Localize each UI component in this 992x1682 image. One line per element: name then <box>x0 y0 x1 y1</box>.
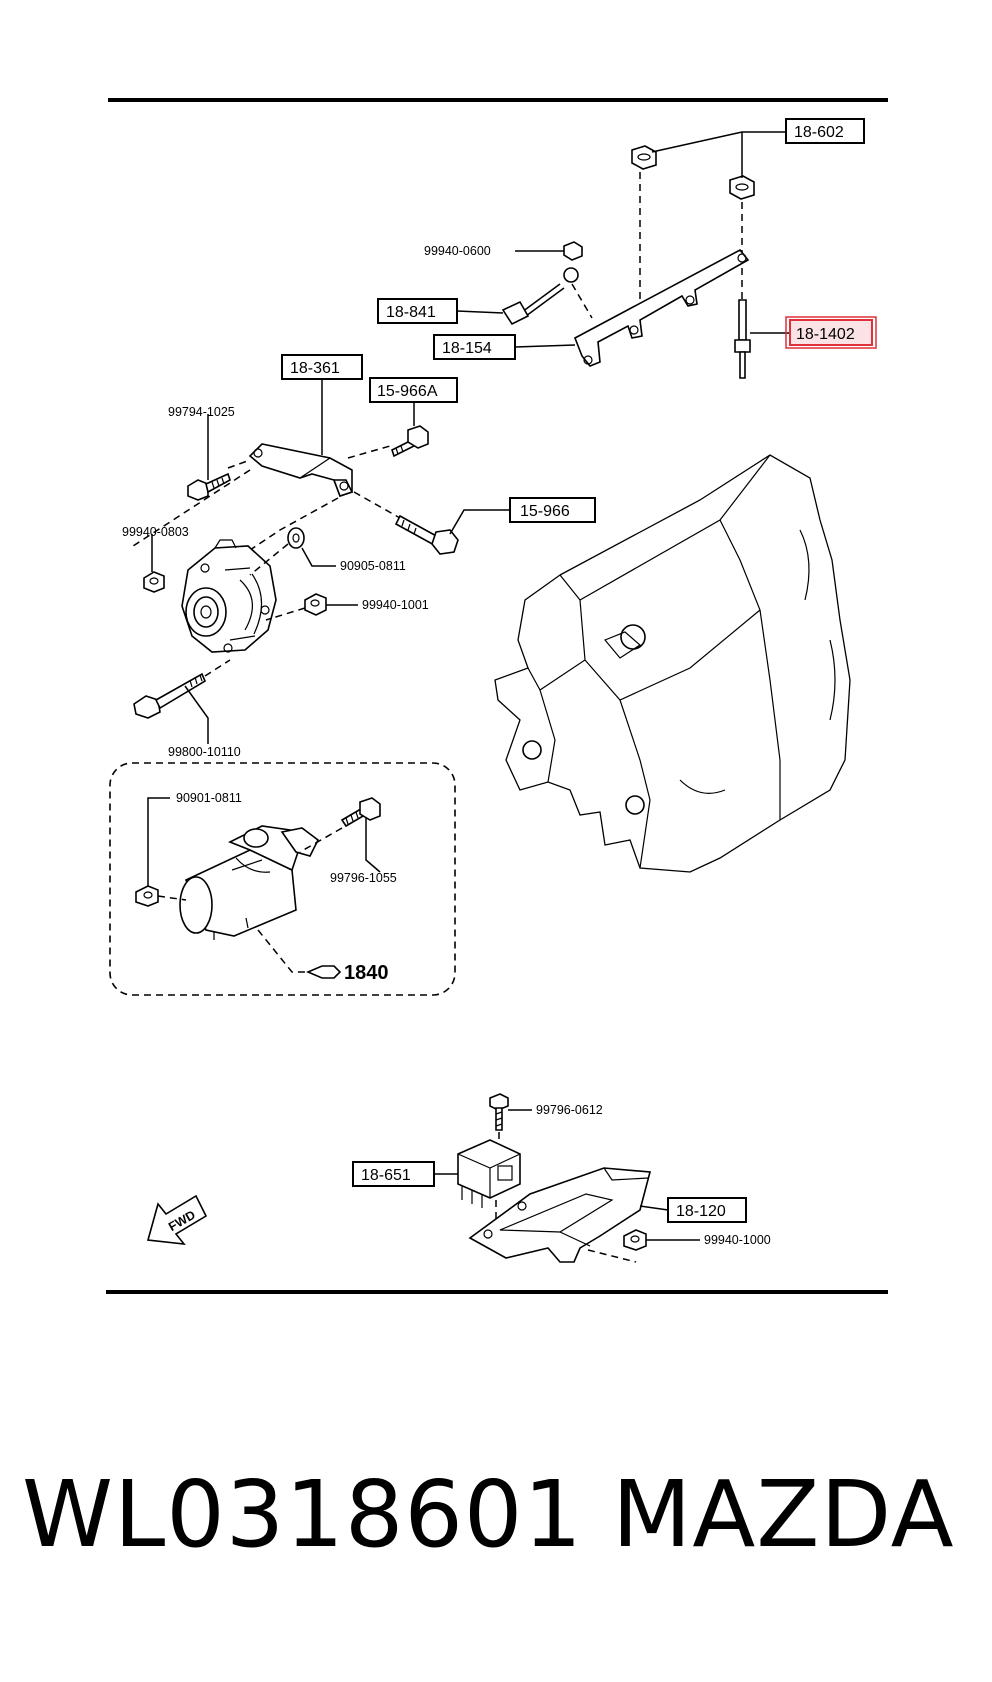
label-18-361[interactable]: 18-361 <box>281 354 363 380</box>
starter-motor <box>179 825 320 973</box>
caption: WL0318601 MAZDA <box>0 1455 992 1575</box>
nut-99940-0803 <box>143 534 165 593</box>
svg-text:18-841: 18-841 <box>386 304 436 321</box>
nut-99940-1000 <box>623 1229 700 1251</box>
starter-group-box <box>109 762 456 996</box>
svg-text:18-1402: 18-1402 <box>796 326 855 343</box>
fwd-arrow-icon: FWD <box>146 1194 208 1246</box>
label-15-966[interactable]: 15-966 <box>509 497 596 523</box>
ref-1840[interactable]: 1840 <box>305 962 389 984</box>
svg-text:90901-0811: 90901-0811 <box>176 791 242 805</box>
svg-text:18-361: 18-361 <box>290 360 340 377</box>
label-18-602[interactable]: 18-602 <box>785 118 865 144</box>
svg-text:18-651: 18-651 <box>361 1167 411 1184</box>
label-18-651[interactable]: 18-651 <box>352 1161 435 1187</box>
bolt-15-966A <box>391 396 429 458</box>
nut-99940-1001 <box>265 593 358 621</box>
label-99794-1025[interactable]: 99794-1025 <box>168 405 235 419</box>
part-number-caption: WL0318601 <box>22 1461 583 1568</box>
label-99800-10110[interactable]: 99800-10110 <box>168 745 241 759</box>
glow-plug-rail <box>501 131 786 379</box>
engine-block <box>494 454 851 873</box>
label-99940-1000[interactable]: 99940-1000 <box>704 1233 771 1247</box>
label-99940-0803[interactable]: 99940-0803 <box>122 525 189 539</box>
svg-text:99794-1025: 99794-1025 <box>168 405 235 419</box>
label-99940-1001[interactable]: 99940-1001 <box>362 598 429 612</box>
nut-18-602-a <box>631 145 657 170</box>
bolt-99794-1025 <box>187 414 231 501</box>
label-90901-0811[interactable]: 90901-0811 <box>176 791 242 805</box>
svg-text:18-120: 18-120 <box>676 1203 726 1220</box>
svg-text:1840: 1840 <box>344 962 389 984</box>
label-90905-0811[interactable]: 90905-0811 <box>340 559 406 573</box>
bolt-99796-1055 <box>299 797 381 873</box>
bolt-99800-10110 <box>133 659 231 744</box>
svg-text:99800-10110: 99800-10110 <box>168 745 241 759</box>
label-99940-0600[interactable]: 99940-0600 <box>424 244 564 258</box>
svg-text:99796-0612: 99796-0612 <box>536 1103 603 1117</box>
svg-text:99796-1055: 99796-1055 <box>330 871 397 885</box>
label-18-154[interactable]: 18-154 <box>433 334 576 360</box>
svg-text:99940-1000: 99940-1000 <box>704 1233 771 1247</box>
bolt-99796-0612 <box>489 1093 532 1142</box>
svg-text:99940-0803: 99940-0803 <box>122 525 189 539</box>
label-99796-1055[interactable]: 99796-1055 <box>330 871 397 885</box>
pointer-hand-icon <box>305 965 342 979</box>
svg-text:15-966: 15-966 <box>520 503 570 520</box>
glow-relay-bracket <box>468 1167 669 1263</box>
alternator <box>181 539 277 653</box>
svg-text:90905-0811: 90905-0811 <box>340 559 406 573</box>
brand-caption: MAZDA <box>612 1461 955 1568</box>
svg-text:99940-1001: 99940-1001 <box>362 598 429 612</box>
svg-text:18-154: 18-154 <box>442 340 492 357</box>
label-99796-0612[interactable]: 99796-0612 <box>536 1103 603 1117</box>
washer-90905-0811 <box>249 527 336 576</box>
nut-18-602-b <box>729 175 755 200</box>
svg-text:18-602: 18-602 <box>794 124 844 141</box>
svg-text:15-966A: 15-966A <box>377 383 438 400</box>
nut-90901-0811 <box>135 797 187 907</box>
bolt-15-966 <box>394 509 510 555</box>
svg-text:99940-0600: 99940-0600 <box>424 244 491 258</box>
label-18-120[interactable]: 18-120 <box>667 1197 747 1223</box>
glow-relay <box>434 1139 521 1220</box>
label-15-966A[interactable]: 15-966A <box>369 377 458 403</box>
label-18-1402[interactable]: 18-1402 <box>750 316 877 349</box>
label-18-841[interactable]: 18-841 <box>377 298 504 324</box>
